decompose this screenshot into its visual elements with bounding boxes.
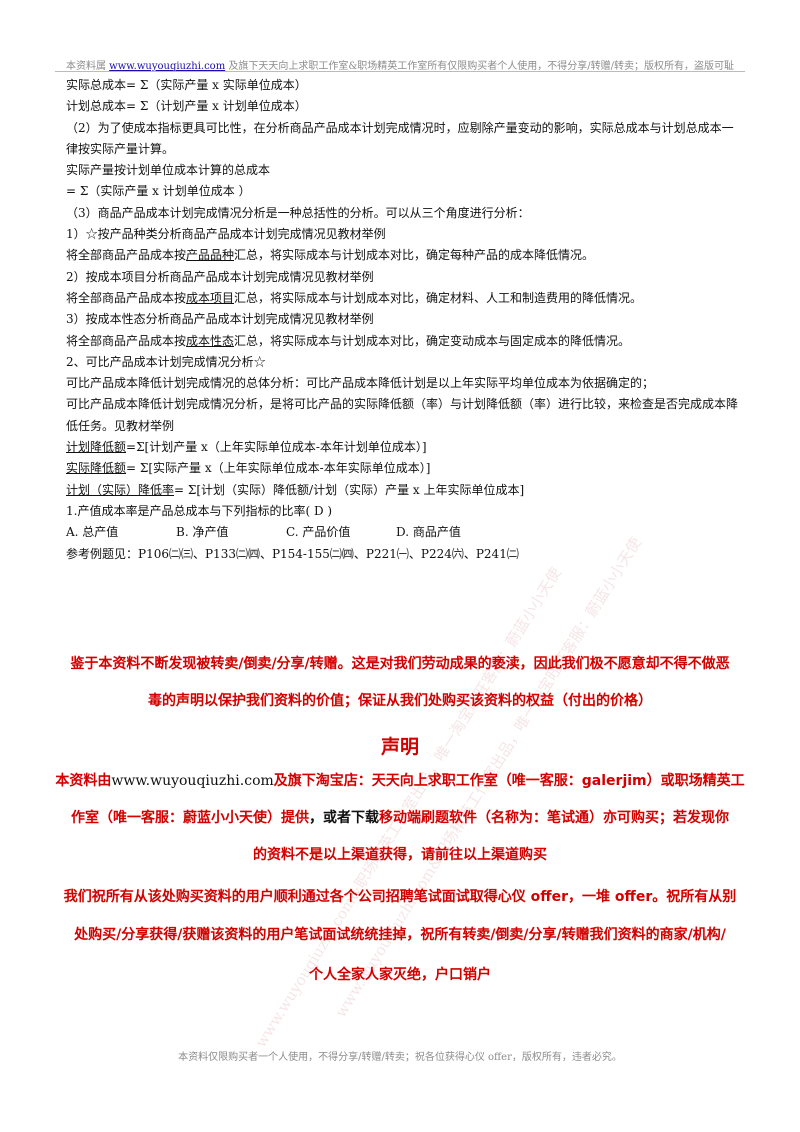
notice-line: 的资料不是以上渠道获得，请前往以上渠道购买 (253, 847, 547, 863)
notice-line: 个人全家人家灭绝，户口销户 (309, 967, 491, 983)
notice-block: 鉴于本资料不断发现被转卖/倒卖/分享/转赠。这是对我们劳动成果的亵渎，因此我们极… (50, 653, 750, 1002)
text-line: 计划总成本= Σ（计划产量 x 计划单位成本） (66, 99, 307, 114)
notice-line: 鉴于本资料不断发现被转卖/倒卖/分享/转赠。这是对我们劳动成果的亵渎，因此我们极… (70, 656, 730, 672)
header-divider (55, 71, 745, 72)
header-url-link[interactable]: www.wuyouqiuzhi.com (109, 61, 226, 72)
text-line: 2）按成本项目分析商品产品成本计划完成情况见教材举例 (66, 269, 374, 284)
formula-term: 实际降低额 (66, 461, 127, 476)
text-line: = Σ（实际产量 x 计划单位成本 ） (66, 184, 251, 199)
text-line: 实际总成本= Σ（实际产量 x 实际单位成本） (66, 78, 307, 92)
text-line: 实际产量按计划单位成本计算的总成本 (66, 163, 271, 178)
underlined-term: 成本性态 (186, 333, 235, 348)
notice-line: 作室（唯一客服：蔚蓝小小天使）提供，或者下载移动端刷题软件（名称为：笔试通）亦可… (71, 810, 729, 826)
notice-line: 我们祝所有从该处购买资料的用户顺利通过各个公司招聘笔试面试取得心仪 offer，… (63, 889, 737, 905)
text-line: 将全部商品产品成本按成本项目汇总，将实际成本与计划成本对比，确定材料、人工和制造… (66, 290, 643, 305)
document-body: 实际总成本= Σ（实际产量 x 实际单位成本） 计划总成本= Σ（计划产量 x … (66, 75, 742, 565)
notice-line: 毒的声明以保护我们资料的价值；保证从我们处购买该资料的权益（付出的价格） (148, 693, 652, 709)
header-prefix: 本资料属 (65, 61, 106, 72)
text-line: 将全部商品产品成本按成本性态汇总，将实际成本与计划成本对比，确定变动成本与固定成… (66, 333, 631, 348)
option-b: B. 净产值 (176, 525, 229, 540)
page-header: 本资料属 www.wuyouqiuzhi.com 及旗下天天向上求职工作室&职场… (0, 57, 800, 72)
text-paragraph: （2）为了使成本指标更具可比性，在分析商品产品成本计划完成情况时，应剔除产量变动… (66, 120, 734, 156)
formula-term: 计划（实际）降低率 (66, 482, 175, 497)
option-c: C. 产品价值 (286, 525, 351, 540)
text-line: 可比产品成本降低计划完成情况的总体分析：可比产品成本降低计划是以上年实际平均单位… (66, 376, 655, 391)
reference-line: 参考例题见：P106㈡㈢、P133㈡㈣、P154-155㈡㈣、P221㈠、P22… (66, 546, 519, 561)
notice-line: 处购买/分享获得/获赠该资料的用户笔试面试统统挂掉，祝所有转卖/倒卖/分享/转赠… (74, 927, 726, 943)
notice-line: 本资料由www.wuyouqiuzhi.com及旗下淘宝店：天天向上求职工作室（… (55, 773, 745, 789)
notice-title: 声明 (380, 736, 419, 758)
header-suffix: 及旗下天天向上求职工作室&职场精英工作室所有仅限购买者个人使用，不得分享/转赠/… (228, 61, 735, 72)
text-line: （3）商品产品成本计划完成情况分析是一种总括性的分析。可以从三个角度进行分析： (66, 205, 530, 220)
section-heading: 2、可比产品成本计划完成情况分析☆ (66, 354, 266, 369)
underlined-term: 成本项目 (186, 290, 235, 305)
text-line: 1）☆按产品种类分析商品产品成本计划完成情况见教材举例 (66, 227, 386, 242)
text-paragraph: 可比产品成本降低计划完成情况分析，是将可比产品的实际降低额（率）与计划降低额（率… (66, 397, 739, 433)
formula-line: 计划（实际）降低率= Σ[计划（实际）降低额/计划（实际）产量 x 上年实际单位… (66, 482, 525, 497)
notice-url-link[interactable]: www.wuyouqiuzhi.com (111, 773, 274, 789)
formula-term: 计划降低额 (66, 440, 127, 455)
option-a: A. 总产值 (66, 525, 119, 540)
formula-line: 计划降低额=Σ[计划产量 x（上年实际单位成本-本年计划单位成本）] (66, 440, 427, 455)
formula-line: 实际降低额= Σ[实际产量 x（上年实际单位成本-本年实际单位成本）] (66, 461, 431, 476)
text-line: 3）按成本性态分析商品产品成本计划完成情况见教材举例 (66, 312, 374, 327)
question: 1.产值成本率是产品总成本与下列指标的比率( D ) (66, 503, 333, 518)
option-d: D. 商品产值 (396, 525, 461, 540)
answer-options: A. 总产值 B. 净产值 C. 产品价值 D. 商品产值 (66, 522, 742, 543)
page-footer: 本资料仅限购买者一个人使用，不得分享/转赠/转卖；祝各位获得心仪 offer，版… (178, 1052, 622, 1063)
underlined-term: 产品品种 (186, 248, 235, 263)
text-line: 将全部商品产品成本按产品品种汇总，将实际成本与计划成本对比，确定每种产品的成本降… (66, 248, 595, 263)
